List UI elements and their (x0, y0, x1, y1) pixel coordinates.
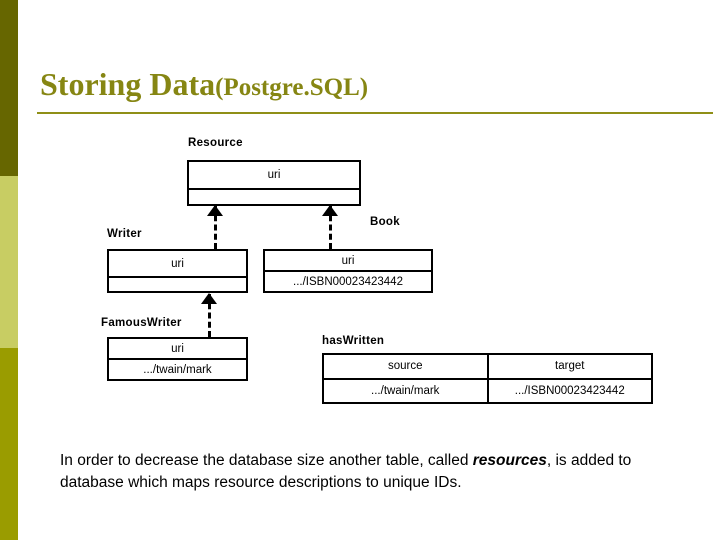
entity-label-haswritten: hasWritten (322, 335, 385, 347)
caption-part1: In order to decrease the database size a… (60, 452, 473, 469)
table-writer[interactable]: uri (107, 249, 248, 293)
column-header-uri: uri (171, 257, 184, 270)
entity-label-writer: Writer (107, 228, 142, 240)
table-header-row: uri (189, 162, 359, 188)
caption-emphasis: resources (472, 452, 547, 469)
entity-label-famouswriter: FamousWriter (101, 317, 182, 329)
cell-target: .../ISBN00023423442 (486, 379, 652, 402)
slide-accent-sidebar (0, 0, 18, 540)
page-title-sub: (Postgre.SQL) (215, 74, 369, 101)
table-famouswriter[interactable]: uri .../twain/mark (107, 337, 248, 381)
cell-source: .../twain/mark (371, 384, 440, 397)
table-haswritten[interactable]: source target .../twain/mark .../ISBN000… (322, 353, 653, 404)
column-header-source: source (387, 360, 423, 373)
table-header-row: uri (265, 251, 431, 270)
realization-dashed-line (329, 206, 332, 249)
page-title-main: Storing Data (40, 66, 216, 102)
table-row: .../twain/mark .../ISBN00023423442 (324, 377, 652, 402)
entity-label-book: Book (370, 216, 400, 228)
column-header-target: target (486, 355, 652, 378)
slide-caption: In order to decrease the database size a… (60, 450, 670, 494)
cell-uri: .../twain/mark (143, 363, 212, 376)
table-row: .../ISBN00023423442 (265, 270, 431, 291)
table-row (109, 276, 246, 291)
table-row: .../twain/mark (109, 358, 246, 379)
cell-uri: .../ISBN00023423442 (293, 275, 403, 288)
accent-band-light (0, 176, 18, 348)
column-header-uri: uri (171, 342, 184, 355)
column-header-uri: uri (341, 254, 355, 267)
page-title: Storing Data(Postgre.SQL) (40, 66, 368, 103)
table-header-row: uri (109, 339, 246, 358)
realization-arrowhead-icon (322, 205, 338, 216)
column-header-uri: uri (267, 169, 281, 181)
realization-arrowhead-icon (207, 205, 223, 216)
title-divider (37, 112, 713, 114)
realization-dashed-line (208, 294, 211, 337)
accent-band-dark (0, 0, 18, 176)
realization-dashed-line (214, 206, 217, 249)
cell-uri (109, 278, 246, 291)
caption-part2: , is added to database which maps resour… (60, 452, 632, 491)
entity-label-resource: Resource (188, 137, 243, 149)
table-book[interactable]: uri .../ISBN00023423442 (263, 249, 433, 293)
table-resource[interactable]: uri (187, 160, 361, 206)
table-row (189, 188, 359, 204)
table-header-row: source target (324, 355, 651, 378)
table-header-row: uri (109, 251, 246, 276)
accent-band-olive (0, 348, 18, 540)
cell-uri (189, 190, 359, 204)
realization-arrowhead-icon (201, 293, 217, 304)
